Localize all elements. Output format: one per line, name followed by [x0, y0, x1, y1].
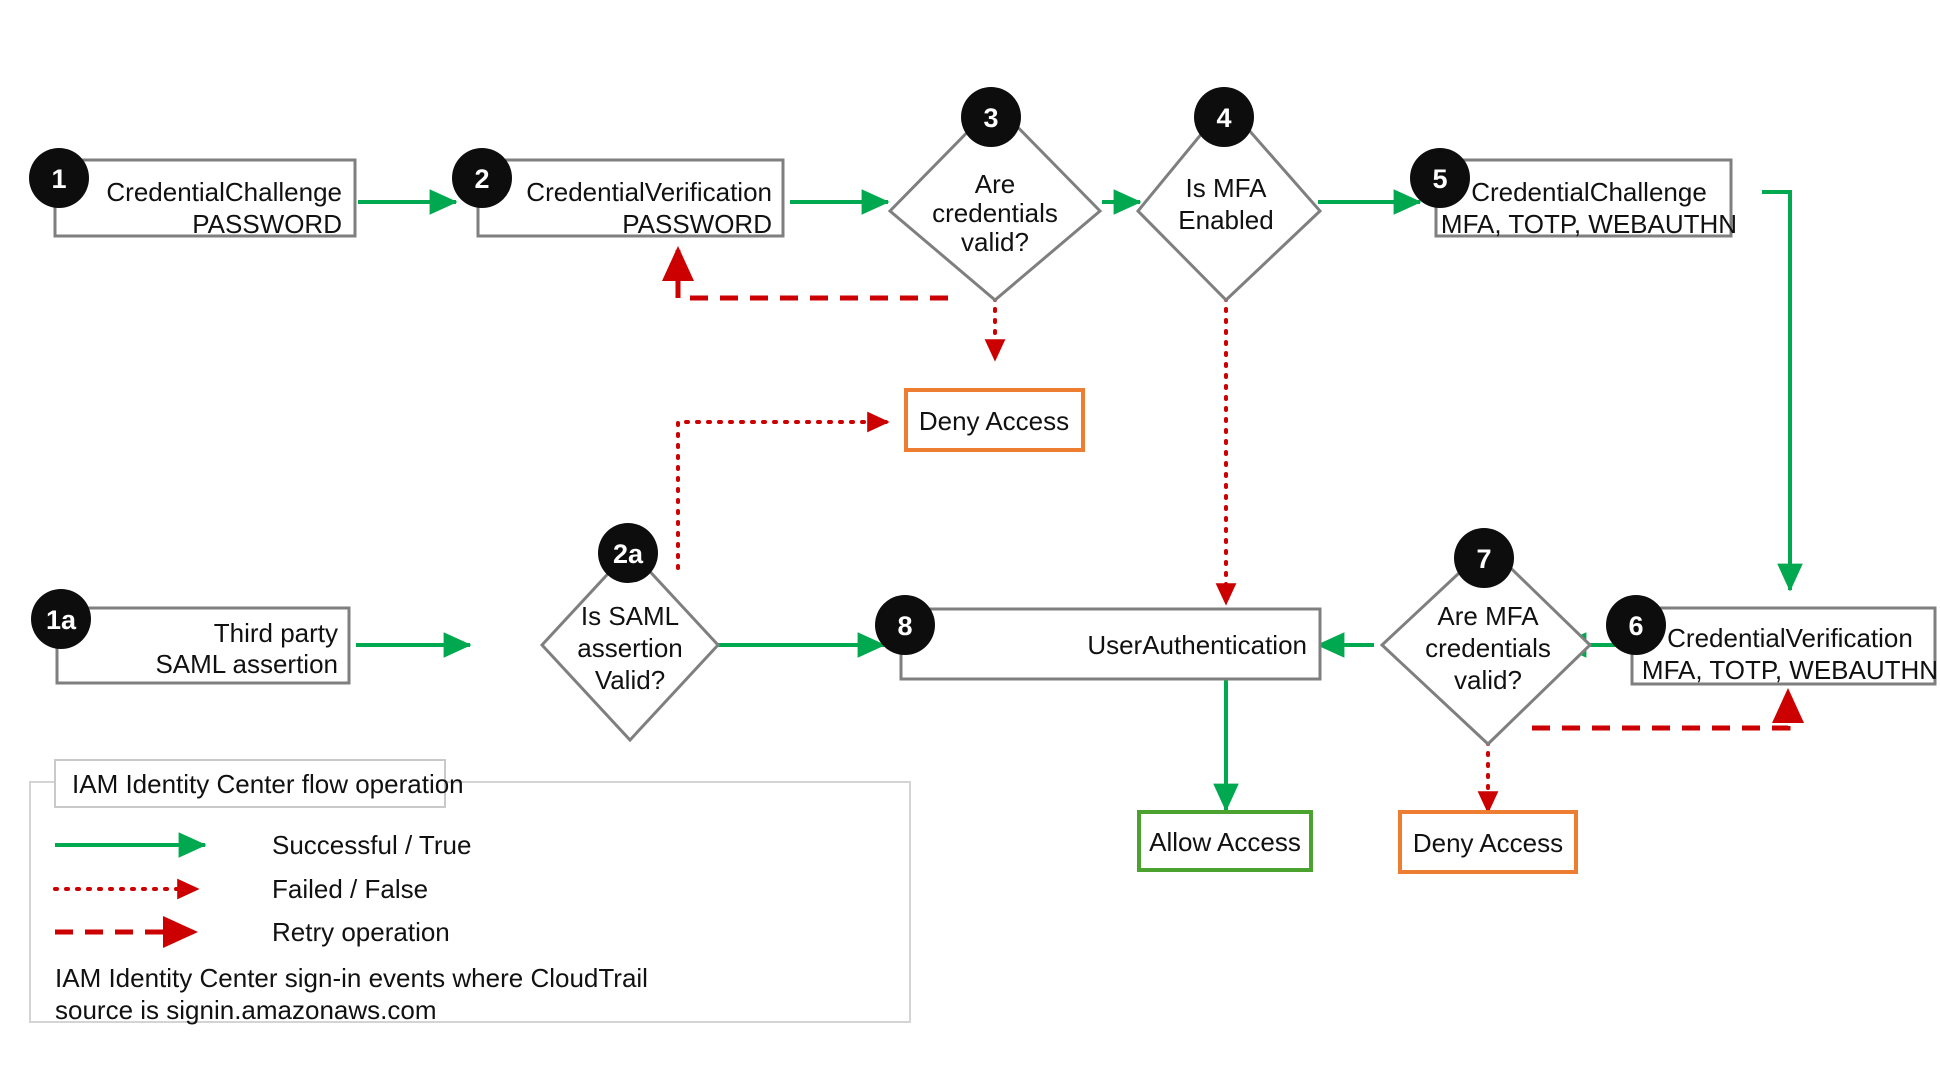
- legend: IAM Identity Center flow operation Succe…: [29, 759, 911, 1025]
- node-label-line-1: CredentialChallenge: [106, 177, 342, 207]
- node-label-line-1: CredentialVerification: [526, 177, 772, 207]
- step-badge-1-label: 1: [51, 164, 66, 194]
- terminal-deny-access-top[interactable]: Deny Access: [904, 388, 1085, 452]
- node-label-line-1: UserAuthentication: [1087, 630, 1307, 660]
- node-diamond-shape: [1135, 101, 1323, 303]
- edge-n3-to-n2-retry: [661, 245, 948, 301]
- terminal-deny-access-bottom[interactable]: Deny Access: [1398, 810, 1578, 874]
- step-badge-7-label: 7: [1476, 544, 1491, 574]
- step-badge-2: [452, 148, 512, 208]
- node-label-line-2: SAML assertion: [155, 649, 338, 679]
- node-box-shape: [1434, 158, 1733, 238]
- step-badge-7: [1454, 528, 1514, 588]
- node-label-line-2: credentials: [1425, 633, 1551, 663]
- node-label-line-2: Enabled: [1178, 205, 1273, 235]
- node-diamond-shape: [1379, 543, 1593, 747]
- node-label-line-2: credentials: [932, 198, 1058, 228]
- node-user-authentication[interactable]: UserAuthentication 8: [875, 595, 1322, 681]
- node-is-saml-assertion-valid[interactable]: Is SAML assertion Valid? 2a: [539, 523, 721, 743]
- terminal-box-shape: [904, 388, 1085, 452]
- node-are-mfa-credentials-valid[interactable]: Are MFA credentials valid? 7: [1379, 528, 1593, 747]
- step-badge-3: [961, 87, 1021, 147]
- edge-n5-to-n6: [1762, 190, 1803, 592]
- node-label-line-3: Valid?: [595, 665, 665, 695]
- step-badge-8: [875, 595, 935, 655]
- legend-title: IAM Identity Center flow operation: [72, 769, 464, 799]
- node-label-line-2: MFA, TOTP, WEBAUTHN: [1642, 655, 1938, 685]
- node-box-shape: [55, 606, 351, 685]
- node-box-shape: [1630, 606, 1937, 686]
- terminal-allow-access[interactable]: Allow Access: [1137, 810, 1313, 872]
- legend-note-line-2: source is signin.amazonaws.com: [55, 995, 437, 1025]
- step-badge-6-label: 6: [1628, 611, 1643, 641]
- node-label-line-3: valid?: [1454, 665, 1522, 695]
- legend-title-box: [54, 759, 446, 808]
- node-label-line-1: CredentialVerification: [1667, 623, 1913, 653]
- step-badge-4-label: 4: [1216, 103, 1231, 133]
- terminal-label: Deny Access: [1413, 828, 1563, 858]
- node-diamond-shape: [539, 547, 721, 743]
- step-badge-2-label: 2: [474, 164, 489, 194]
- terminal-box-shape: [1398, 810, 1578, 874]
- step-badge-4: [1194, 87, 1254, 147]
- node-label-line-1: CredentialChallenge: [1471, 177, 1707, 207]
- node-credential-verification-mfa[interactable]: CredentialVerification MFA, TOTP, WEBAUT…: [1606, 595, 1938, 686]
- node-label-line-2: assertion: [577, 633, 683, 663]
- node-label-line-1: Is SAML: [581, 601, 679, 631]
- legend-note-line-1: IAM Identity Center sign-in events where…: [55, 963, 648, 993]
- legend-item-retry: Retry operation: [55, 915, 450, 948]
- edge-n2a-to-deny-access-top: [676, 411, 890, 570]
- node-is-mfa-enabled[interactable]: Is MFA Enabled 4: [1135, 87, 1323, 303]
- node-are-credentials-valid[interactable]: Are credentials valid? 3: [887, 87, 1103, 302]
- node-label-line-1: Are MFA: [1437, 601, 1539, 631]
- legend-item-successful: Successful / True: [55, 830, 471, 860]
- step-badge-2a: [598, 523, 658, 583]
- node-diamond-shape: [887, 101, 1103, 302]
- step-badge-5-label: 5: [1432, 164, 1447, 194]
- legend-panel-shape: [29, 781, 911, 1023]
- step-badge-1a: [31, 589, 91, 649]
- step-badge-1a-label: 1a: [46, 605, 77, 635]
- step-badge-3-label: 3: [983, 103, 998, 133]
- node-credential-challenge-mfa[interactable]: CredentialChallenge MFA, TOTP, WEBAUTHN …: [1410, 148, 1737, 239]
- legend-item-label: Retry operation: [272, 917, 450, 947]
- legend-item-label: Failed / False: [272, 874, 428, 904]
- step-badge-8-label: 8: [897, 611, 912, 641]
- edge-n7-to-n6-retry: [1532, 687, 1804, 731]
- node-label-line-2: MFA, TOTP, WEBAUTHN: [1441, 209, 1737, 239]
- node-credential-challenge-password[interactable]: CredentialChallenge PASSWORD 1: [29, 148, 357, 239]
- node-label-line-2: PASSWORD: [622, 209, 772, 239]
- terminal-box-shape: [1137, 810, 1313, 872]
- node-label-line-1: Are: [975, 169, 1015, 199]
- node-label-line-1: Third party: [214, 618, 338, 648]
- node-label-line-3: valid?: [961, 227, 1029, 257]
- terminal-label: Allow Access: [1149, 827, 1301, 857]
- step-badge-2a-label: 2a: [613, 539, 644, 569]
- node-box-shape: [476, 158, 785, 238]
- legend-item-label: Successful / True: [272, 830, 471, 860]
- node-box-shape: [53, 158, 357, 238]
- step-badge-5: [1410, 148, 1470, 208]
- terminal-label: Deny Access: [919, 406, 1069, 436]
- node-credential-verification-password[interactable]: CredentialVerification PASSWORD 2: [452, 148, 785, 239]
- node-third-party-saml-assertion[interactable]: Third party SAML assertion 1a: [31, 589, 351, 685]
- node-label-line-1: Is MFA: [1186, 173, 1268, 203]
- step-badge-1: [29, 148, 89, 208]
- node-label-line-2: PASSWORD: [192, 209, 342, 239]
- legend-item-failed: Failed / False: [53, 874, 428, 904]
- step-badge-6: [1606, 595, 1666, 655]
